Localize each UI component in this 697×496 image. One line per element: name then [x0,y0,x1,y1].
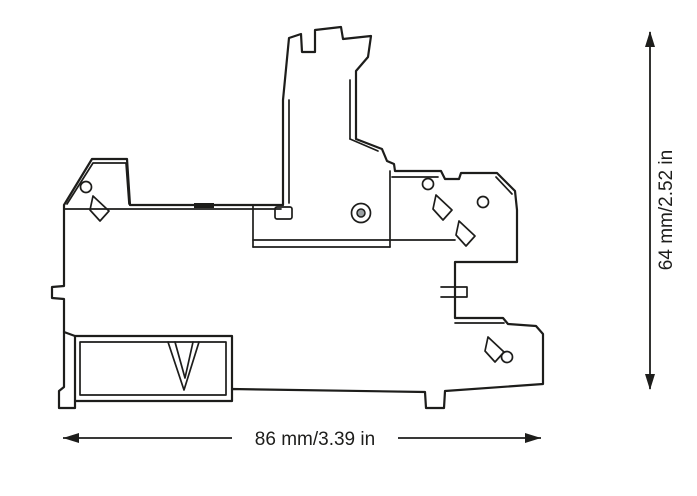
height-dimension-label: 64 mm/2.52 in [656,150,677,270]
clamp-hole-top-right-2 [476,195,490,209]
housing-outline [50,25,545,410]
pivot-ring-outer [350,202,372,224]
release-spring-outer [167,341,200,391]
width-dimension: 86 mm/3.39 in [63,429,541,450]
height-arrow-top-icon [645,31,655,47]
clamp-lever-bottom-right [484,336,505,363]
right-corner-inner-line [495,176,513,195]
test-slot [274,206,293,220]
din-rail-release-box [62,330,234,403]
release-box-inner [79,341,227,396]
clamp-lever-top-right-2 [455,220,476,247]
width-dimension-label: 86 mm/3.39 in [255,429,375,450]
width-arrow-right-icon [525,433,541,443]
center-details [194,202,372,224]
clamp-lever-top-right-1 [432,194,453,221]
marking-bar [194,203,214,208]
device-outline [50,25,545,410]
clamp-hole-top-left [79,180,93,194]
height-dimension: 64 mm/2.52 in [645,31,677,390]
right-side-slot [440,286,468,298]
release-spring-inner [174,341,194,379]
width-arrow-left-icon [63,433,79,443]
clamp-hole-bottom-right [500,350,514,364]
pivot-ring-inner [356,208,366,218]
interior-lines [63,79,513,324]
clamp-ports [79,177,514,364]
height-arrow-bottom-icon [645,374,655,390]
left-hump-inner-line [66,162,130,205]
release-box-outline [62,330,234,403]
clip-inner-slant [349,138,379,152]
clamp-lever-top-left [89,195,110,222]
clamp-hole-top-right-1 [421,177,435,191]
